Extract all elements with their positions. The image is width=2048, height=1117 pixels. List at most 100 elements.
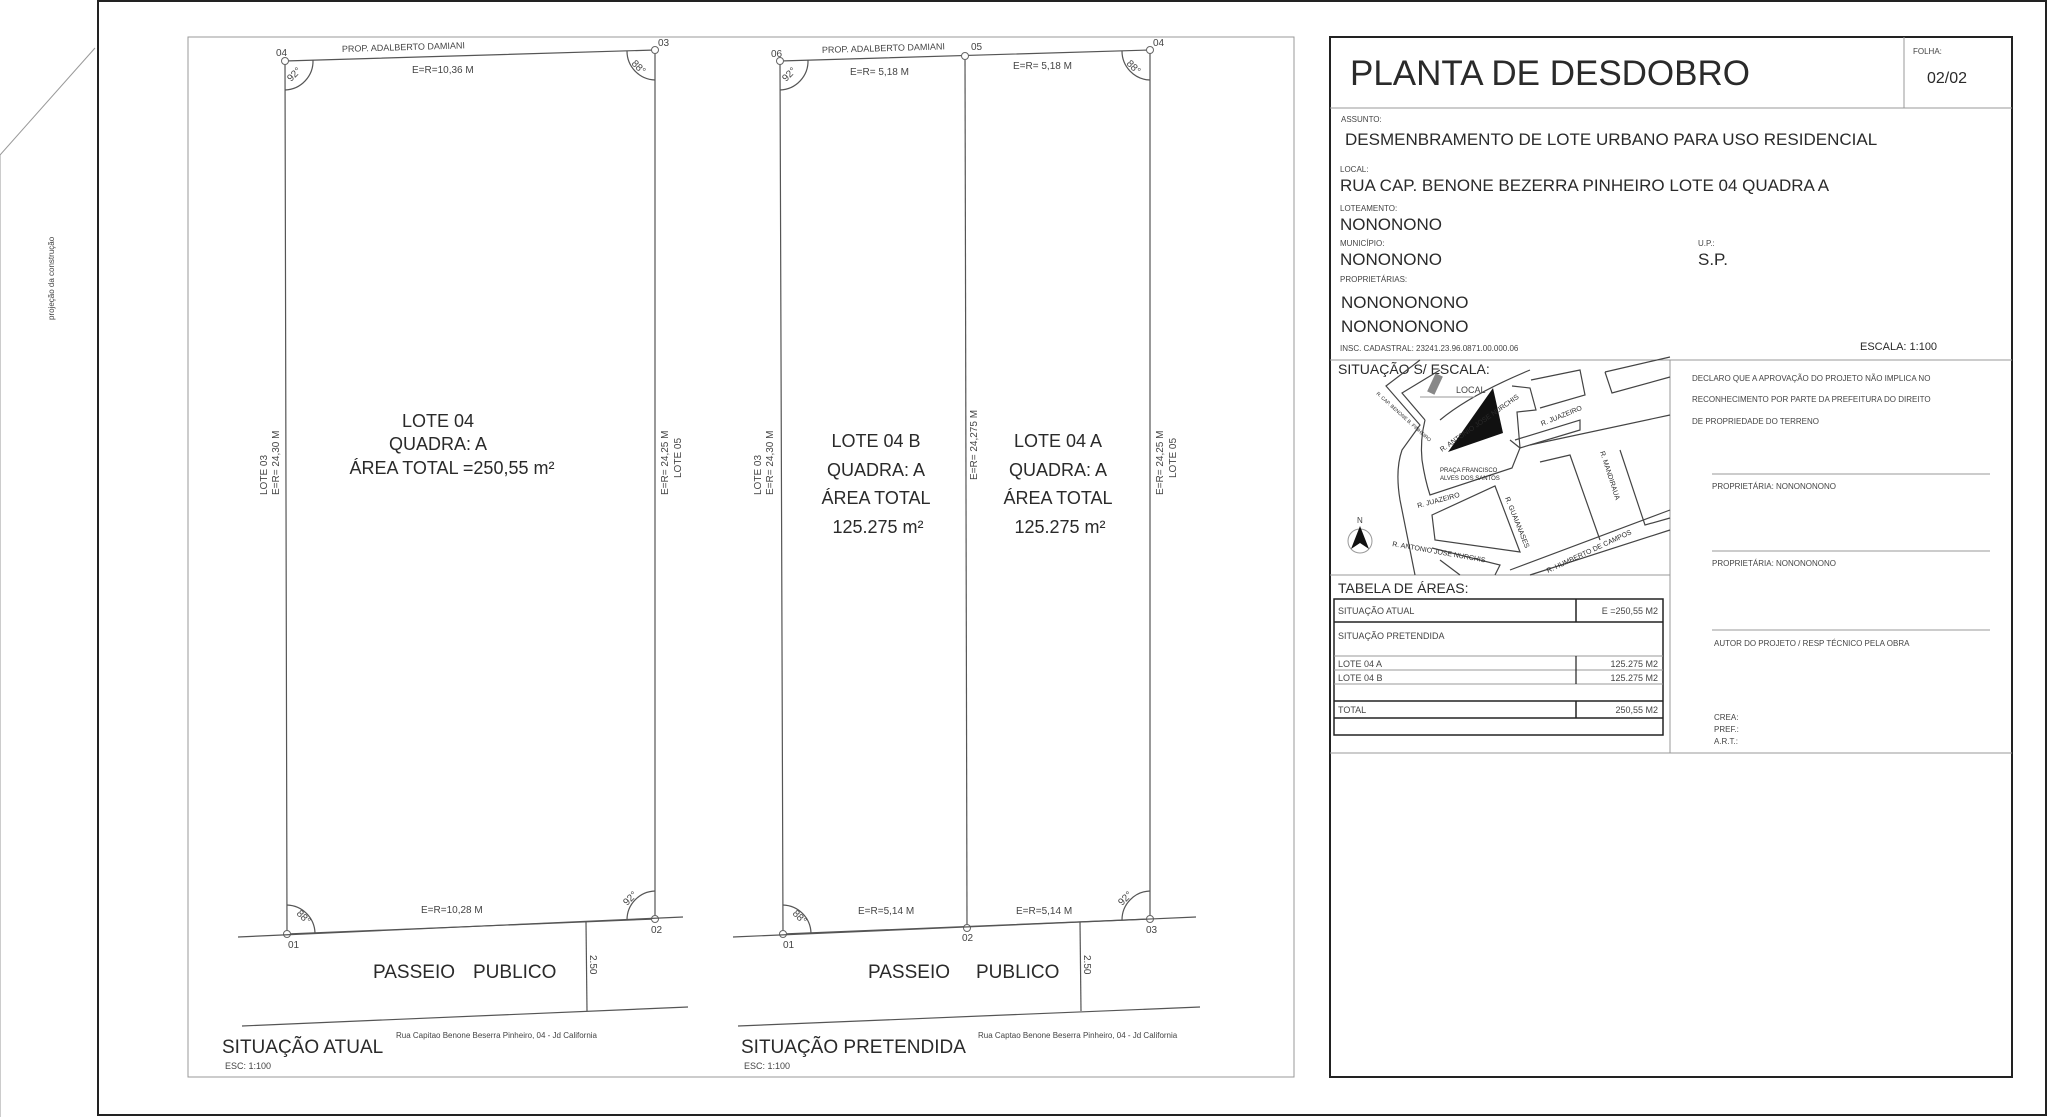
point-label: 03 bbox=[1146, 925, 1158, 936]
division-line bbox=[964, 55, 968, 929]
vertex-marker bbox=[961, 52, 969, 60]
point-label: 01 bbox=[288, 940, 300, 951]
street-edge bbox=[1511, 385, 1581, 449]
sidewalk-label: PUBLICO bbox=[473, 962, 556, 983]
angle-arc bbox=[286, 904, 316, 934]
declaration-line: DECLARO QUE A APROVAÇÃO DO PROJETO NÃO I… bbox=[1692, 374, 1930, 383]
street-label: R. ANTONIO JOSE NURCHIS bbox=[1392, 541, 1486, 564]
dim-left: E=R= 24,30 M bbox=[765, 431, 776, 495]
street-edge bbox=[1439, 369, 1531, 421]
sheet-label: FOLHA: bbox=[1913, 47, 1942, 56]
lot-block: QUADRA: A bbox=[827, 460, 925, 480]
owner-signature: PROPRIETÁRIA: NONONONONO bbox=[1712, 559, 1836, 568]
point-label: 04 bbox=[276, 48, 288, 59]
street-edge bbox=[1509, 509, 1671, 576]
lot-right-label: LOTE 05 bbox=[1168, 438, 1179, 478]
owner-signature: PROPRIETÁRIA: NONONONONO bbox=[1712, 482, 1836, 491]
lot-left-label: LOTE 03 bbox=[259, 455, 270, 495]
plan-scale: ESC: 1:100 bbox=[744, 1061, 790, 1071]
vertex-marker bbox=[651, 915, 659, 923]
angle-arc bbox=[1121, 890, 1151, 921]
block-outline bbox=[1431, 485, 1521, 553]
dim-right: E=R= 24,25 M bbox=[660, 431, 671, 495]
square-label: ALVES DOS SANTOS bbox=[1440, 476, 1500, 482]
street-label: R. MANDIRAUA bbox=[1598, 450, 1621, 501]
plan-title: SITUAÇÃO PRETENDIDA bbox=[741, 1036, 966, 1058]
sheet-number: 02/02 bbox=[1927, 70, 1967, 87]
vertex-marker bbox=[281, 57, 289, 65]
site-map-title: SITUAÇÃO S/ ESCALA: bbox=[1338, 361, 1490, 377]
area-table: TABELA DE ÁREAS: SITUAÇÃO ATUAL E =250,5… bbox=[1333, 580, 1664, 736]
table-cell: TOTAL bbox=[1338, 705, 1366, 715]
lot-area: ÁREA TOTAL =250,55 m² bbox=[350, 458, 555, 478]
point-label: 02 bbox=[962, 933, 974, 944]
subdivision-label: LOTEAMENTO: bbox=[1340, 204, 1397, 213]
lot-name: LOTE 04 bbox=[402, 411, 474, 431]
street-edge bbox=[1420, 419, 1521, 496]
owner-name: NONONONONO bbox=[1341, 317, 1469, 336]
lot-name: LOTE 04 B bbox=[831, 431, 920, 451]
vertex-marker bbox=[776, 57, 784, 65]
table-cell: 125.275 M2 bbox=[1610, 673, 1658, 683]
city-label: MUNICÍPIO: bbox=[1340, 239, 1384, 248]
vertex-marker bbox=[651, 46, 659, 54]
curb-line bbox=[737, 1006, 1201, 1027]
state-label: U.P.: bbox=[1698, 239, 1715, 248]
street-label: R. JUAZEIRO bbox=[1417, 492, 1461, 510]
street-edge bbox=[1529, 414, 1671, 541]
site-map: SITUAÇÃO S/ ESCALA: LOCAL PRAÇA FRANCISC… bbox=[1338, 356, 1671, 576]
neighbor-label: PROP. ADALBERTO DAMIANI bbox=[342, 40, 465, 54]
point-label: 01 bbox=[783, 940, 795, 951]
lot-area: 125.275 m² bbox=[832, 517, 923, 537]
property-line bbox=[732, 916, 1197, 938]
table-cell: LOTE 04 B bbox=[1338, 673, 1383, 683]
sheet-border bbox=[97, 0, 2047, 1116]
street-edge bbox=[1385, 359, 1421, 576]
point-label: 05 bbox=[971, 42, 983, 53]
angle-label: 92° bbox=[621, 890, 639, 908]
crea-label: CREA: bbox=[1714, 713, 1738, 722]
art-label: A.R.T.: bbox=[1714, 737, 1738, 746]
north-arrow-icon: N bbox=[1347, 516, 1373, 554]
sidewalk-dimension bbox=[1079, 921, 1082, 1012]
drawing-title: PLANTA DE DESDOBRO bbox=[1350, 54, 1750, 93]
plan-address: Rua Captao Benone Beserra Pinheiro, 04 -… bbox=[978, 1031, 1178, 1040]
angle-label: 88° bbox=[1124, 58, 1142, 76]
side-note: projeção da construção bbox=[47, 236, 56, 320]
table-cell: SITUAÇÃO ATUAL bbox=[1338, 606, 1414, 616]
dim-top: E=R= 5,18 M bbox=[850, 67, 909, 78]
city: NONONONO bbox=[1340, 250, 1442, 269]
plan-scale: ESC: 1:100 bbox=[225, 1061, 271, 1071]
dim-top: E=R= 5,18 M bbox=[1013, 61, 1072, 72]
angle-arc bbox=[1121, 50, 1151, 81]
angle-arc bbox=[782, 904, 812, 934]
local-marker bbox=[1427, 373, 1443, 395]
plan-intended: 06 05 04 01 02 03 PROP. ADALBERTO DAMIAN… bbox=[732, 38, 1201, 1071]
title-block-border bbox=[1329, 36, 2013, 1078]
dim-bottom: E=R=5,14 M bbox=[1016, 906, 1072, 917]
street-edge bbox=[1530, 369, 1586, 409]
curb-line bbox=[241, 1006, 689, 1027]
vertex-marker bbox=[1146, 46, 1154, 54]
angle-label: 92° bbox=[285, 66, 303, 84]
local-label: LOCAL bbox=[1456, 385, 1486, 395]
owners-label: PROPRIETÁRIAS: bbox=[1340, 275, 1407, 284]
area-table-title: TABELA DE ÁREAS: bbox=[1338, 580, 1468, 596]
lot-area-label: ÁREA TOTAL bbox=[1003, 488, 1112, 508]
sidewalk-label: PASSEIO bbox=[373, 962, 455, 983]
dim-left: E=R= 24,30 M bbox=[271, 431, 282, 495]
dim-bottom: E=R=5,14 M bbox=[858, 906, 914, 917]
dim-middle: E=R= 24,275 M bbox=[969, 410, 980, 480]
lot-area-label: ÁREA TOTAL bbox=[821, 488, 930, 508]
pref-label: PREF.: bbox=[1714, 725, 1739, 734]
dim-right: E=R= 24,25 M bbox=[1155, 431, 1166, 495]
street-edge bbox=[1401, 369, 1441, 421]
dim-bottom: E=R=10,28 M bbox=[421, 905, 483, 916]
angle-arc bbox=[779, 59, 809, 91]
street-edge bbox=[1604, 356, 1671, 394]
vertex-marker bbox=[779, 930, 787, 938]
street-edge bbox=[1431, 547, 1501, 576]
table-cell: 125.275 M2 bbox=[1610, 659, 1658, 669]
owner-name: NONONONONO bbox=[1341, 293, 1469, 312]
